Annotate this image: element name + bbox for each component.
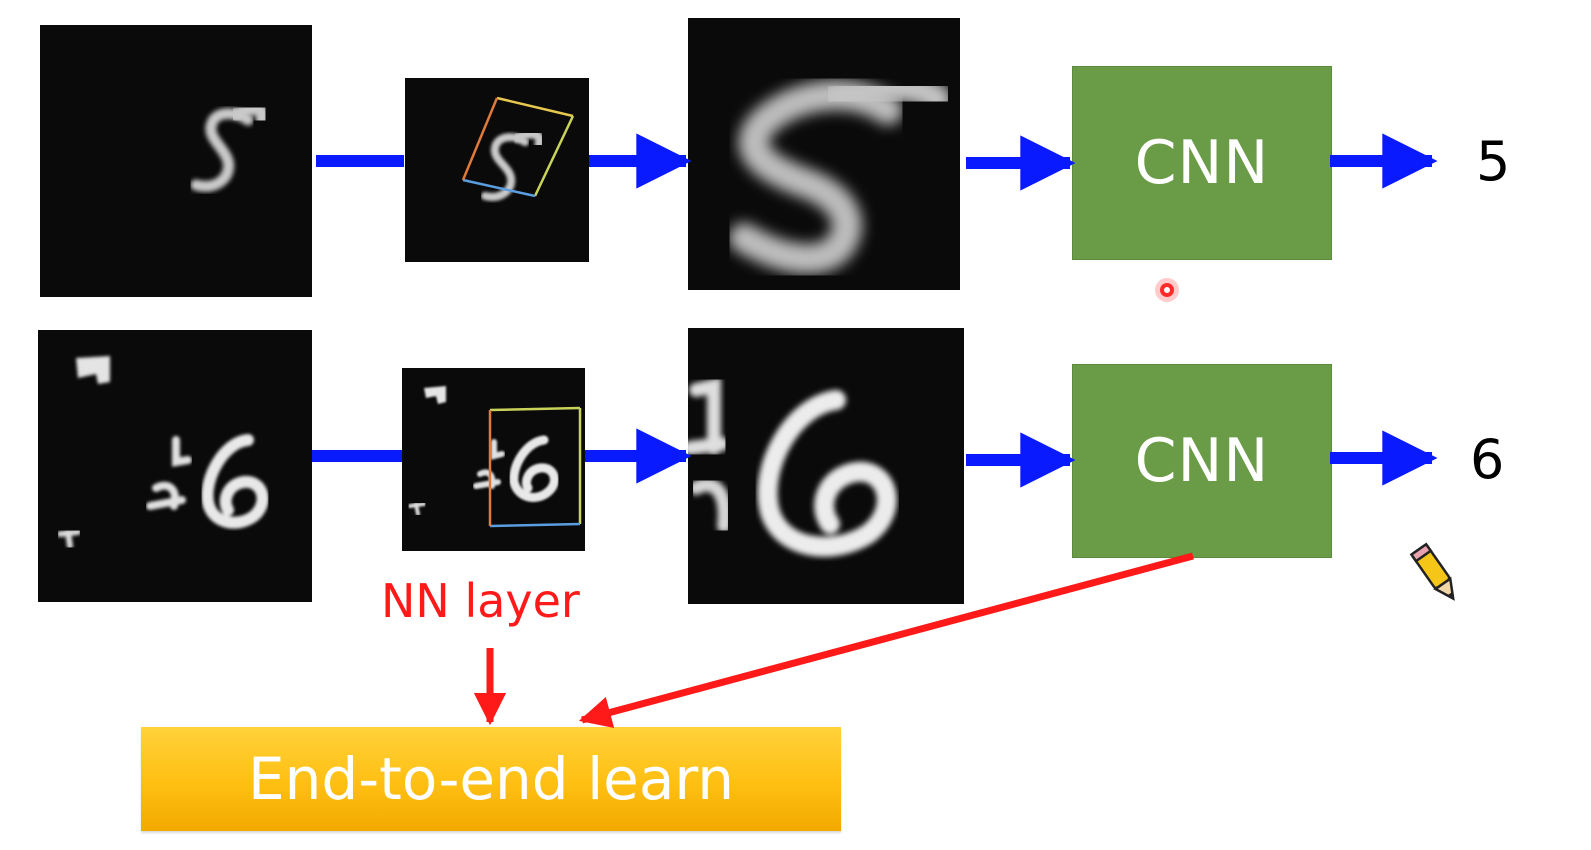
rectified-image-digit-5 [688, 18, 960, 290]
laser-pointer-icon [1155, 278, 1179, 302]
pencil-cursor-icon [1409, 542, 1455, 601]
transformer-crop-digit-6 [402, 368, 585, 551]
output-label-row-2: 6 [1470, 428, 1505, 491]
cnn-box-row-1: CNN [1072, 66, 1332, 260]
transformer-crop-digit-5 [405, 78, 589, 262]
output-label-row-1: 5 [1476, 130, 1511, 193]
nn-layer-label: NN layer [381, 574, 580, 628]
input-image-digit-6 [38, 330, 312, 602]
end-to-end-learn-banner: End-to-end learn [141, 727, 841, 831]
input-image-digit-5 [40, 25, 312, 297]
rectified-image-digit-6 [688, 328, 964, 604]
cnn-box-row-2: CNN [1072, 364, 1332, 558]
